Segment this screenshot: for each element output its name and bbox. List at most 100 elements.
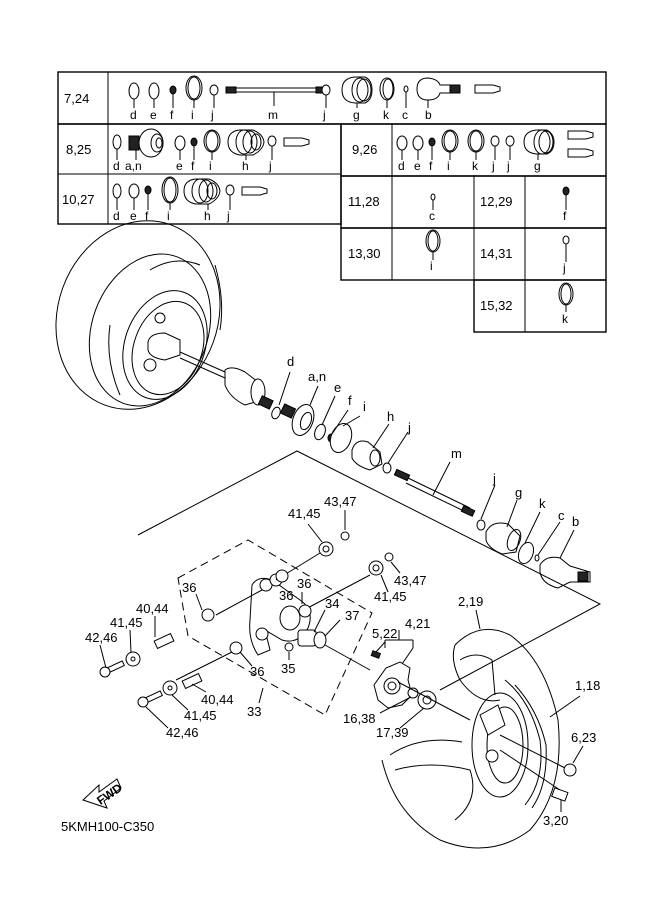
svg-text:6,23: 6,23	[571, 730, 596, 745]
left-wheel	[55, 220, 274, 410]
kit-ref-12-29: 12,29	[480, 194, 513, 209]
wheel-callouts: 4,21 5,22 2,19 1,18 16,38 17,39 6,23 3,2…	[343, 594, 600, 828]
svg-text:f: f	[429, 159, 433, 173]
svg-text:j: j	[226, 209, 230, 223]
svg-text:f: f	[170, 108, 174, 122]
svg-text:4,21: 4,21	[405, 616, 430, 631]
svg-text:35: 35	[281, 661, 295, 676]
svg-text:g: g	[515, 485, 522, 500]
kit-ref-13-30: 13,30	[348, 246, 381, 261]
kit-ref-10-27: 10,27	[62, 192, 95, 207]
svg-text:f: f	[563, 209, 567, 223]
svg-text:5,22: 5,22	[372, 626, 397, 641]
svg-text:e: e	[130, 209, 137, 223]
svg-text:c: c	[402, 108, 408, 122]
svg-text:i: i	[191, 108, 194, 122]
svg-text:h: h	[387, 409, 394, 424]
kit-row-8-25-letters: d a,n e f i h j	[113, 159, 272, 173]
svg-text:k: k	[562, 312, 569, 326]
svg-text:e: e	[176, 159, 183, 173]
svg-text:a,n: a,n	[125, 159, 142, 173]
svg-text:e: e	[414, 159, 421, 173]
svg-text:34: 34	[325, 596, 339, 611]
svg-text:j: j	[210, 108, 214, 122]
svg-text:m: m	[268, 108, 278, 122]
svg-text:h: h	[242, 159, 249, 173]
diagram-code: 5KMH100-C350	[61, 819, 154, 834]
svg-text:42,46: 42,46	[166, 725, 199, 740]
svg-text:d: d	[113, 159, 120, 173]
svg-text:40,44: 40,44	[136, 601, 169, 616]
svg-text:j: j	[322, 108, 326, 122]
svg-text:41,45: 41,45	[374, 589, 407, 604]
kit-row-7-24-parts	[128, 75, 501, 108]
svg-text:17,39: 17,39	[376, 725, 409, 740]
svg-text:40,44: 40,44	[201, 692, 234, 707]
svg-text:h: h	[204, 209, 211, 223]
kit-ref-11-28: 11,28	[348, 194, 380, 209]
svg-text:33: 33	[247, 704, 261, 719]
kit-row-8-25-parts	[112, 128, 310, 160]
svg-text:j: j	[562, 261, 566, 275]
svg-text:j: j	[492, 471, 496, 486]
svg-text:j: j	[491, 159, 495, 173]
svg-text:i: i	[447, 159, 450, 173]
svg-text:j: j	[407, 420, 411, 435]
svg-text:d: d	[287, 354, 294, 369]
knuckle-group	[99, 531, 394, 716]
svg-text:f: f	[145, 209, 149, 223]
exploded-drive-shaft	[271, 403, 591, 589]
svg-text:k: k	[539, 496, 546, 511]
svg-text:3,20: 3,20	[543, 813, 568, 828]
kit-row-10-27-parts	[112, 176, 268, 210]
kit-ref-14-31: 14,31	[480, 246, 513, 261]
svg-text:c: c	[429, 209, 435, 223]
svg-text:41,45: 41,45	[288, 506, 321, 521]
svg-text:f: f	[348, 393, 352, 408]
svg-text:42,46: 42,46	[85, 630, 118, 645]
kit-ref-9-26: 9,26	[352, 142, 377, 157]
svg-text:m: m	[451, 446, 462, 461]
svg-text:41,45: 41,45	[110, 615, 143, 630]
kit-row-9-26-letters: d e f i k j j g	[398, 159, 541, 173]
svg-text:g: g	[534, 159, 541, 173]
kit-single-parts: c f i j k	[425, 186, 574, 326]
svg-text:c: c	[558, 508, 565, 523]
svg-text:36: 36	[297, 576, 311, 591]
kit-ref-15-32: 15,32	[480, 298, 513, 313]
svg-text:d: d	[130, 108, 137, 122]
svg-text:i: i	[430, 259, 433, 273]
kit-table: 7,24 8,25 9,26 10,27 11,28 12,29 13,30 1…	[57, 71, 607, 333]
svg-text:43,47: 43,47	[324, 494, 357, 509]
svg-text:2,19: 2,19	[458, 594, 483, 609]
svg-text:d: d	[398, 159, 405, 173]
svg-text:b: b	[572, 514, 579, 529]
svg-text:36: 36	[250, 664, 264, 679]
right-wheel	[370, 628, 577, 849]
svg-text:e: e	[150, 108, 157, 122]
svg-text:a,n: a,n	[308, 369, 326, 384]
svg-text:i: i	[209, 159, 212, 173]
kit-row-10-27-letters: d e f i h j	[113, 209, 230, 223]
assembly-boundary	[137, 450, 602, 691]
knuckle-callouts: 43,47 41,45 43,47 41,45 36 36 36 36 34 3…	[85, 494, 427, 740]
svg-text:f: f	[191, 159, 195, 173]
kit-row-9-26-parts	[396, 129, 594, 160]
svg-text:j: j	[268, 159, 272, 173]
svg-text:k: k	[472, 159, 479, 173]
svg-text:16,38: 16,38	[343, 711, 376, 726]
svg-text:g: g	[353, 108, 360, 122]
svg-text:j: j	[506, 159, 510, 173]
svg-text:i: i	[363, 399, 366, 414]
svg-text:k: k	[383, 108, 390, 122]
svg-text:37: 37	[345, 608, 359, 623]
svg-text:36: 36	[182, 580, 196, 595]
shaft-callouts: d a,n e f i h j m j g k c b	[278, 354, 579, 559]
svg-text:i: i	[167, 209, 170, 223]
fwd-arrow-icon: FWD	[82, 778, 125, 809]
kit-ref-8-25: 8,25	[66, 142, 91, 157]
svg-text:d: d	[113, 209, 120, 223]
svg-text:1,18: 1,18	[575, 678, 600, 693]
svg-text:43,47: 43,47	[394, 573, 427, 588]
